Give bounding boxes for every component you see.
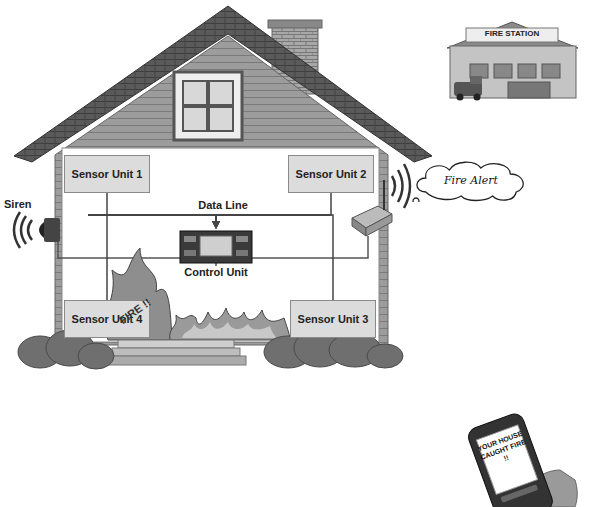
node-text: Control Unit xyxy=(184,266,248,278)
fire-station xyxy=(447,22,578,101)
control-unit: Control Unit xyxy=(174,228,258,278)
house-interior xyxy=(62,148,379,342)
roof xyxy=(14,6,432,162)
steps xyxy=(106,340,246,365)
node-text: Sensor Unit 1 xyxy=(72,168,143,181)
mobile-phone xyxy=(466,411,577,507)
label-text: FIRE STATION xyxy=(467,29,557,38)
window xyxy=(174,72,242,140)
node-text: Sensor Unit 3 xyxy=(298,313,369,326)
sensor-box: Sensor Unit 2 xyxy=(288,155,374,193)
label-text: Data Line xyxy=(188,199,258,211)
sensor-box: Sensor Unit 3 xyxy=(290,300,376,338)
node-text: Fire Alert xyxy=(444,174,498,187)
house-wall xyxy=(55,36,388,345)
siren-icon xyxy=(14,212,60,248)
alert-cloud: Fire Alert xyxy=(412,158,530,202)
node-text: Sensor Unit 2 xyxy=(296,168,367,181)
label-text: Siren xyxy=(4,198,44,210)
sensor-box: Sensor Unit 1 xyxy=(64,155,150,193)
output-wire xyxy=(58,236,368,258)
